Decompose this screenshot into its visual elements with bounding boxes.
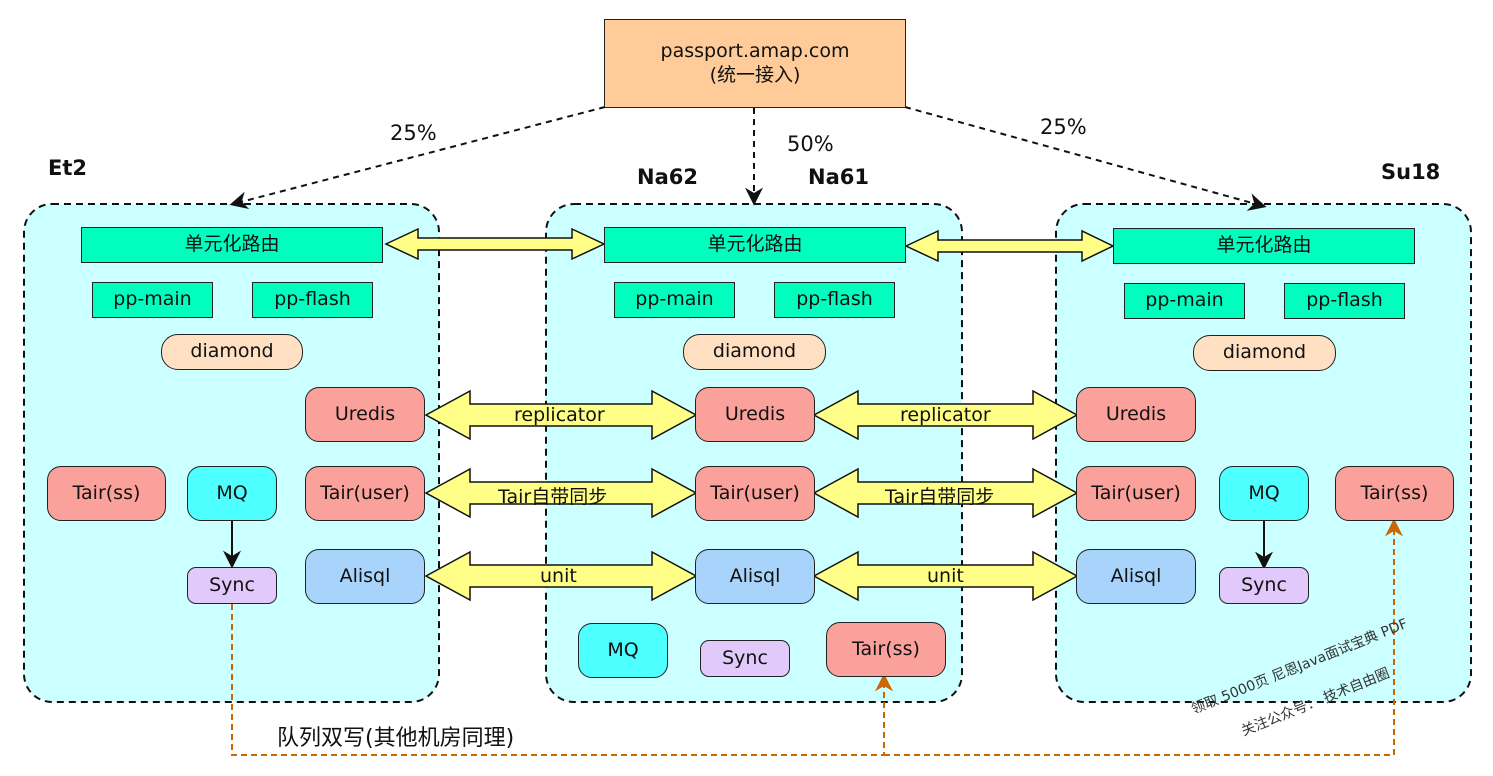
pp-flash-su18: pp-flash [1284, 283, 1405, 319]
tair-ss-na: Tair(ss) [826, 622, 946, 677]
alisql-et2: Alisql [305, 549, 425, 604]
unit-label-left: unit [540, 565, 577, 587]
entry-node: passport.amap.com (统一接入) [604, 19, 906, 108]
tair-user-et2: Tair(user) [305, 466, 425, 521]
sync-na: Sync [700, 640, 790, 677]
pp-main-su18: pp-main [1124, 283, 1245, 319]
mq-su18: MQ [1219, 466, 1309, 521]
pct-right: 25% [1040, 115, 1087, 139]
diamond-et2: diamond [161, 334, 303, 370]
dc-name-na62: Na62 [637, 165, 698, 189]
pct-center: 50% [787, 132, 834, 156]
traffic-arrow-right [904, 106, 1267, 211]
diamond-na: diamond [683, 334, 826, 370]
alisql-su18: Alisql [1076, 549, 1196, 604]
entry-subtitle: (统一接入) [709, 63, 801, 86]
route-box-su18: 单元化路由 [1113, 228, 1415, 264]
route-box-et2: 单元化路由 [81, 227, 383, 263]
pp-flash-et2: pp-flash [252, 282, 373, 318]
dc-name-na61: Na61 [808, 165, 869, 189]
replicator-label-left: replicator [514, 404, 605, 426]
mq-na: MQ [578, 623, 668, 678]
dc-name-et2: Et2 [48, 156, 87, 180]
pp-main-na: pp-main [614, 282, 735, 318]
traffic-arrow-left [229, 106, 606, 210]
queue-write-line-su18 [884, 518, 1403, 756]
route-sync-arrow-right [904, 229, 1115, 263]
tair-ss-su18: Tair(ss) [1335, 466, 1454, 521]
pp-main-et2: pp-main [92, 282, 213, 318]
tair-sync-label-left: Tair自带同步 [498, 486, 608, 508]
uredis-et2: Uredis [305, 387, 425, 442]
queue-write-line-na [231, 604, 893, 756]
tair-user-na: Tair(user) [695, 466, 815, 521]
sync-et2: Sync [187, 567, 277, 604]
replicator-label-right: replicator [900, 404, 991, 426]
diamond-su18: diamond [1193, 335, 1336, 371]
mq-et2: MQ [187, 466, 277, 521]
tair-user-su18: Tair(user) [1076, 466, 1196, 521]
queue-write-note: 队列双写(其他机房同理) [277, 726, 515, 751]
tair-ss-et2: Tair(ss) [47, 466, 166, 521]
uredis-na: Uredis [695, 387, 815, 442]
dc-name-su18: Su18 [1381, 160, 1441, 184]
route-box-na: 单元化路由 [604, 227, 906, 263]
sync-su18: Sync [1219, 567, 1309, 604]
pp-flash-na: pp-flash [774, 282, 895, 318]
entry-domain: passport.amap.com [660, 39, 850, 62]
pct-left: 25% [390, 121, 437, 145]
route-sync-arrow-left [384, 227, 606, 261]
tair-sync-label-right: Tair自带同步 [885, 486, 995, 508]
unit-label-right: unit [927, 565, 964, 587]
uredis-su18: Uredis [1076, 387, 1196, 442]
alisql-na: Alisql [695, 549, 815, 604]
